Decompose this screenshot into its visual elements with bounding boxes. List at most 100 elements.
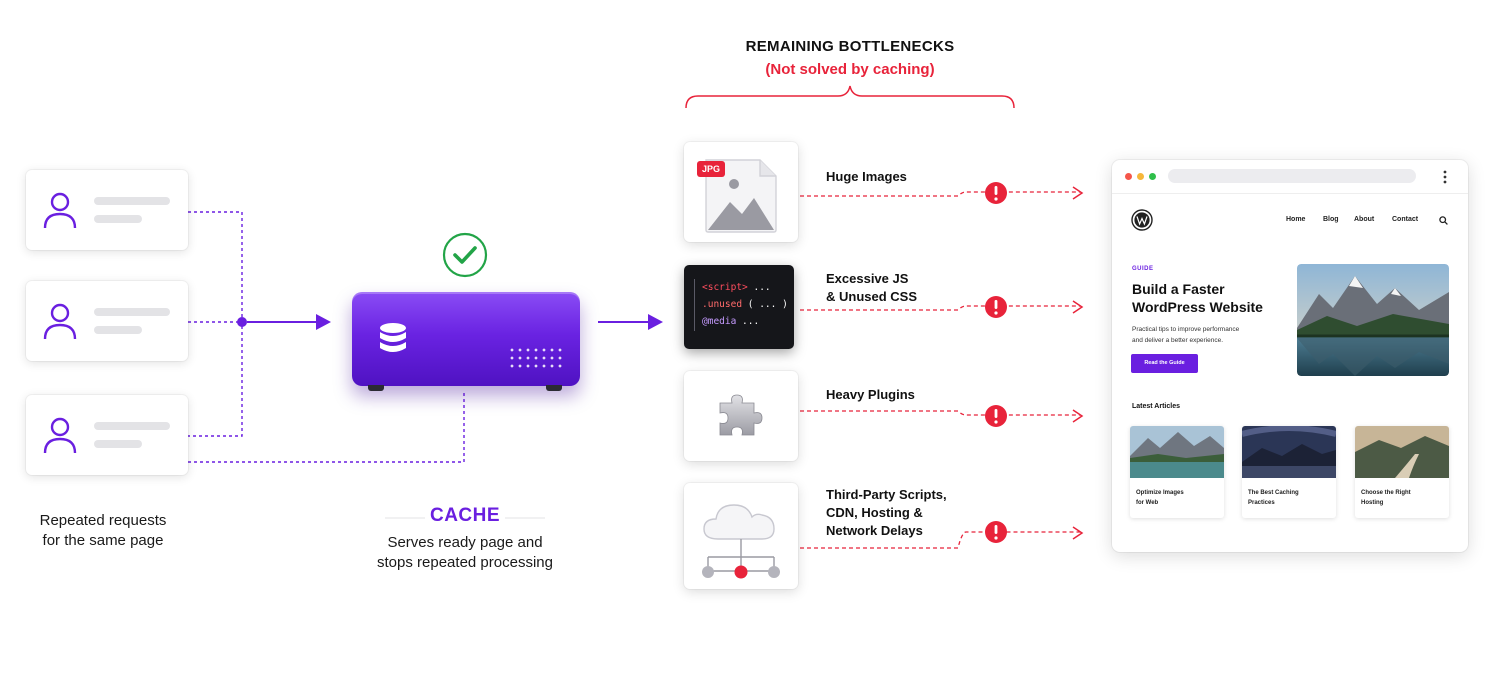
database-icon xyxy=(380,323,406,352)
arrow-head-icon xyxy=(648,314,663,330)
request-card xyxy=(26,170,188,250)
request-card xyxy=(26,281,188,361)
bottleneck-label: Third-Party Scripts, CDN, Hosting & Netw… xyxy=(826,486,947,540)
close-dot xyxy=(1125,173,1132,180)
nav-about[interactable]: About xyxy=(1354,216,1375,223)
warning-icon xyxy=(985,182,1007,204)
arrow-head-icon xyxy=(1072,300,1084,314)
arrow-head-icon xyxy=(316,314,331,330)
bottlenecks-subtitle: (Not solved by caching) xyxy=(765,61,935,78)
jpg-badge-label: JPG xyxy=(701,164,720,174)
search-icon[interactable] xyxy=(1439,216,1448,225)
warning-icon xyxy=(985,521,1007,543)
label-line: Heavy Plugins xyxy=(826,387,915,402)
article-thumbnail xyxy=(1130,426,1224,478)
label-line: Huge Images xyxy=(826,169,907,184)
label-line: & Unused CSS xyxy=(826,289,918,304)
article-card[interactable]: Optimize Images for Web xyxy=(1130,426,1224,518)
article-thumbnail xyxy=(1242,426,1336,478)
code-token: ... xyxy=(747,282,771,293)
jpg-badge: JPG xyxy=(697,161,725,177)
browser-window: Home Blog About Contact GUIDE Build a Fa… xyxy=(1112,160,1468,552)
article-card[interactable]: Choose the Right Hosting xyxy=(1355,426,1449,518)
code-token: .unused xyxy=(702,299,743,310)
code-gutter xyxy=(694,279,695,331)
latest-articles-heading: Latest Articles xyxy=(1132,403,1180,410)
more-icon[interactable] xyxy=(1442,170,1448,184)
image-file-icon xyxy=(705,159,777,233)
hero-description: Practical tips to improve performance an… xyxy=(1132,324,1272,346)
request-connector-line xyxy=(188,211,243,437)
text-placeholder xyxy=(94,326,142,334)
read-guide-button[interactable]: Read the Guide xyxy=(1131,354,1198,373)
puzzle-icon xyxy=(719,394,763,436)
arrow-head-icon xyxy=(1072,409,1084,423)
description-line: Serves ready page and xyxy=(387,534,543,551)
code-token: ( ... ) xyxy=(742,299,788,310)
cache-description: Serves ready page and stops repeated pro… xyxy=(350,533,580,573)
vent-grill xyxy=(508,346,564,370)
description-line: stops repeated processing xyxy=(377,554,553,571)
hero-title-line: Build a Faster xyxy=(1132,281,1225,297)
minimize-dot xyxy=(1137,173,1144,180)
label-line: Network Delays xyxy=(826,523,923,538)
guide-tag: GUIDE xyxy=(1132,266,1154,272)
article-title-line: Choose the Right xyxy=(1361,490,1411,496)
cloud-network-icon xyxy=(702,504,780,579)
return-connector-line xyxy=(188,390,465,463)
nav-blog[interactable]: Blog xyxy=(1323,216,1339,223)
hero-title: Build a Faster WordPress Website xyxy=(1132,280,1282,316)
check-icon xyxy=(442,232,488,278)
bottleneck-label: Excessive JS & Unused CSS xyxy=(826,270,917,306)
server-foot xyxy=(546,385,562,391)
article-title-line: The Best Caching xyxy=(1248,490,1299,496)
hero-title-line: WordPress Website xyxy=(1132,299,1263,315)
text-placeholder xyxy=(94,440,142,448)
label-line: Excessive JS xyxy=(826,271,909,286)
hero-description-line: Practical tips to improve performance xyxy=(1132,326,1240,333)
title-underline xyxy=(385,517,545,519)
text-placeholder xyxy=(94,308,170,316)
code-token: <script> xyxy=(702,282,748,293)
bottleneck-line xyxy=(800,410,1080,416)
bottleneck-line xyxy=(800,531,1080,549)
text-placeholder xyxy=(94,422,170,430)
article-title-line: for Web xyxy=(1136,500,1159,506)
maximize-dot xyxy=(1149,173,1156,180)
warning-icon xyxy=(985,405,1007,427)
warning-icon xyxy=(985,296,1007,318)
code-token: @media xyxy=(702,316,737,327)
nav-contact[interactable]: Contact xyxy=(1392,216,1419,223)
bottleneck-label: Heavy Plugins xyxy=(826,386,915,404)
hero-description-line: and deliver a better experience. xyxy=(1132,337,1224,344)
address-bar[interactable] xyxy=(1168,169,1416,183)
bottleneck-tile-images: JPG xyxy=(684,142,798,242)
caption-line: Repeated requests xyxy=(39,512,167,529)
junction-dot xyxy=(237,317,247,327)
article-title-line: Hosting xyxy=(1361,500,1384,506)
label-line: CDN, Hosting & xyxy=(826,505,923,520)
caption-line: for the same page xyxy=(42,532,164,549)
toolbar-divider xyxy=(1112,193,1468,194)
code-token: ... xyxy=(736,316,760,327)
bottleneck-tile-plugins xyxy=(684,371,798,461)
bottleneck-label: Huge Images xyxy=(826,168,907,186)
user-icon xyxy=(43,303,77,340)
code-icon: <script> ... .unused ( ... ) @media ... xyxy=(684,265,794,349)
hero-image xyxy=(1297,264,1449,376)
server-foot xyxy=(368,385,384,391)
article-title-line: Optimize Images xyxy=(1136,490,1184,496)
bottlenecks-title: REMAINING BOTTLENECKS xyxy=(745,38,955,55)
user-icon xyxy=(43,417,77,454)
article-title: Optimize Images for Web xyxy=(1136,488,1220,508)
article-title-line: Practices xyxy=(1248,500,1275,506)
wordpress-logo-icon[interactable] xyxy=(1131,209,1153,231)
cache-title: CACHE xyxy=(429,505,501,526)
article-card[interactable]: The Best Caching Practices xyxy=(1242,426,1336,518)
arrow-head-icon xyxy=(1072,186,1084,200)
requests-caption: Repeated requests for the same page xyxy=(14,511,192,551)
nav-home[interactable]: Home xyxy=(1286,216,1306,223)
bottleneck-tile-network xyxy=(684,483,798,589)
request-card xyxy=(26,395,188,475)
